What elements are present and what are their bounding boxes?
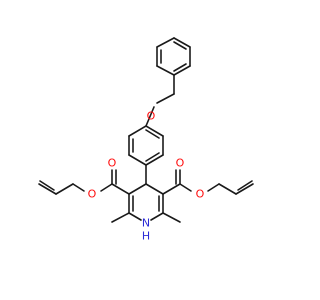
- bond: [128, 212, 142, 221]
- bond-ch2-o: [156, 93, 175, 104]
- dihydropyridine-ring: [128, 183, 164, 221]
- atom-o-right-ester: O: [196, 188, 205, 201]
- atom-o-right-carbonyl: O: [176, 157, 185, 170]
- atom-o-left-carbonyl: O: [108, 157, 117, 170]
- atom-o-ether: O: [147, 110, 156, 123]
- bond-double-inner: [39, 180, 55, 191]
- atom-o-left-ester: O: [88, 188, 97, 201]
- bond: [72, 183, 85, 192]
- bond-double-inner: [145, 152, 160, 162]
- bond: [207, 183, 220, 192]
- bond: [145, 125, 164, 137]
- left-allyl-ester: [38, 169, 130, 195]
- benzyl-ring: [156, 37, 191, 76]
- bond: [162, 183, 181, 195]
- bond: [179, 183, 192, 192]
- bond-methyl-right: [162, 212, 181, 223]
- bond: [128, 154, 147, 166]
- bond-double-inner: [173, 41, 187, 50]
- atom-h-ring: H: [142, 230, 150, 243]
- molecule-drawing: O O O O O N H: [38, 37, 254, 243]
- bond: [55, 183, 74, 195]
- bond-methyl-left: [111, 212, 130, 223]
- bond: [218, 183, 237, 195]
- bond: [150, 212, 164, 221]
- bond-double-inner: [237, 180, 253, 191]
- bond: [100, 183, 113, 192]
- phenyl-ring: [128, 125, 164, 166]
- bond: [235, 183, 254, 195]
- bond: [145, 183, 164, 195]
- bond: [156, 37, 175, 48]
- right-allyl-ester: [162, 169, 254, 195]
- bond-double-inner: [145, 129, 160, 139]
- bond: [128, 125, 147, 137]
- bond: [38, 183, 57, 195]
- bond: [111, 183, 130, 195]
- bond-double-inner: [173, 63, 187, 72]
- bond: [156, 65, 175, 76]
- bond: [145, 154, 164, 166]
- bond-o-aryl: [145, 106, 155, 127]
- bond: [173, 37, 191, 48]
- bond: [128, 183, 147, 195]
- bond: [173, 65, 191, 76]
- atom-n-ring: N: [142, 217, 150, 230]
- structure-canvas: O O O O O N H: [38, 37, 254, 243]
